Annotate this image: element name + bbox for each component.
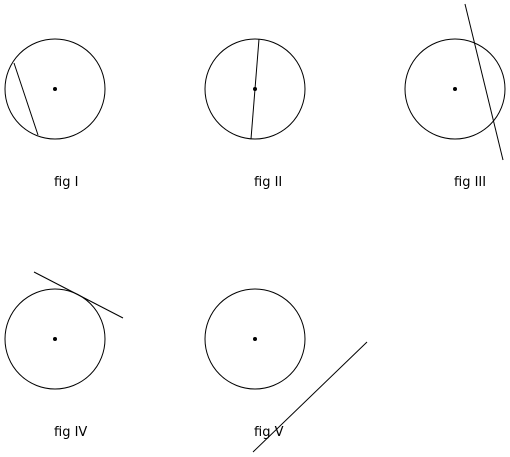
tangent-line	[33, 271, 124, 319]
figure-5: fig V	[204, 288, 368, 453]
circle	[4, 38, 106, 140]
figure-4: fig IV	[4, 271, 124, 440]
chord-line	[13, 62, 39, 136]
center-point	[53, 337, 57, 341]
figure-caption: fig V	[254, 425, 284, 440]
figure-2: fig II	[204, 38, 306, 190]
figure-caption: fig II	[254, 175, 282, 190]
center-point	[253, 337, 257, 341]
figure-caption: fig III	[454, 175, 486, 190]
diameter-line	[250, 38, 260, 140]
center-point	[53, 87, 57, 91]
secant-line	[464, 3, 504, 161]
figure-3: fig III	[404, 3, 506, 190]
circle	[404, 38, 506, 140]
circle	[204, 288, 306, 390]
figure-1: fig I	[4, 38, 106, 190]
figure-caption: fig IV	[54, 425, 87, 440]
figure-caption: fig I	[54, 175, 78, 190]
circle	[204, 38, 306, 140]
center-point	[453, 87, 457, 91]
circle	[4, 288, 106, 390]
external-line	[252, 341, 368, 453]
